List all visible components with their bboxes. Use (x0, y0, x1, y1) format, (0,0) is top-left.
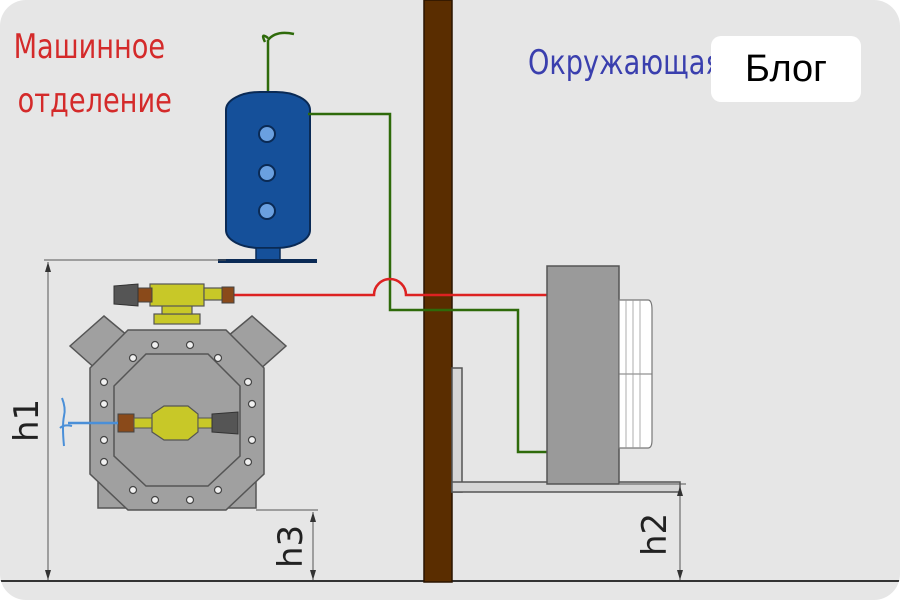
blog-button[interactable]: Блог (711, 36, 861, 102)
compressor (59, 283, 288, 511)
liquid-line (308, 112, 548, 454)
condenser-unit (546, 265, 653, 485)
dimension-h2-label: h2 (635, 513, 675, 556)
dimension-h2 (620, 483, 686, 580)
dimension-h1-label: h1 (7, 399, 47, 442)
receiver-tank (218, 31, 317, 263)
dimension-h1 (44, 259, 226, 580)
dimension-h3-label: h3 (271, 525, 311, 568)
machine-room-label-line1: Машинное (14, 27, 166, 67)
wall (423, 0, 453, 583)
discharge-line (234, 277, 548, 297)
dimension-h3 (256, 509, 318, 580)
machine-room-label-line2: отделение (18, 81, 172, 121)
